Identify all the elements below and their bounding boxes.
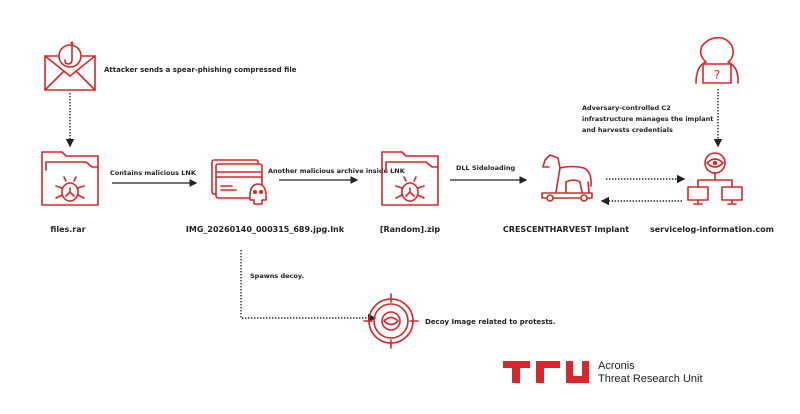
c2-network-icon [687,152,743,205]
decoy-label: Decoy Image related to protests. [425,318,556,326]
spawn-label: Spawns decoy. [250,272,304,280]
malware-folder-icon [381,151,439,206]
malware-folder-icon [41,151,99,206]
trojan-horse-icon [541,154,593,202]
brand-line1: Acronis [598,360,635,372]
lnk-label: IMG_20260140_000315_689.jpg.lnk [186,225,345,234]
edge-lnk-to-decoy [240,250,377,323]
edge2-label: Another malicious archive inside LNK [268,167,406,175]
svg-text:?: ? [714,68,720,82]
c2-label: servicelog-information.com [650,225,774,234]
phishing-email-icon [44,41,96,91]
implant-label: CRESCENTHARVEST Implant [503,225,629,234]
lnk-skull-icon [211,159,267,205]
c2-note: Adversary-controlled C2 infrastructure m… [582,104,716,134]
edge1-label: Contains malicious LNK [110,169,197,177]
brand-line2: Threat Research Unit [598,373,703,385]
hacker-icon: ? [695,36,739,84]
tru-logo [503,361,589,383]
target-eye-icon [363,293,419,349]
archive1-label: files.rar [50,225,85,234]
attacker-note: Attacker sends a spear-phishing compress… [104,66,297,74]
edge3-label: DLL Sideloading [456,164,516,172]
archive2-label: [Random].zip [380,225,441,234]
